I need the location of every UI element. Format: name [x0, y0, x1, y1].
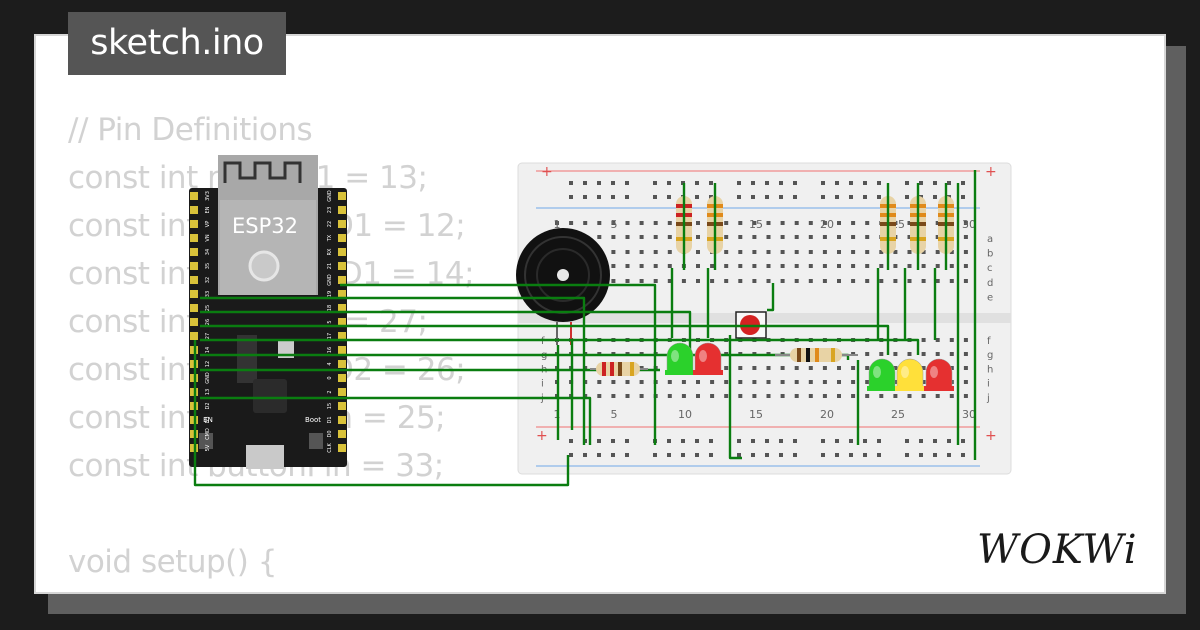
row-letter: d	[987, 278, 993, 289]
pin-label: 27	[205, 333, 211, 339]
wires	[193, 170, 977, 487]
row-letter: h	[987, 364, 993, 375]
pin-label: 15	[327, 403, 333, 409]
pin-label: 12	[205, 361, 211, 367]
led	[895, 358, 925, 391]
pin-label: VP	[205, 221, 211, 227]
row-letter: f	[541, 336, 545, 347]
pin-label: 0	[327, 376, 333, 379]
pin-label: GND	[327, 274, 333, 286]
led	[924, 358, 954, 391]
pin-label: GND	[205, 372, 211, 384]
wokwi-logo[interactable]: WOKWi	[977, 527, 1138, 573]
en-label: EN	[203, 416, 213, 424]
sketch-filename-tab[interactable]: sketch.ino	[68, 12, 286, 75]
led	[867, 358, 897, 391]
boot-label: Boot	[305, 416, 321, 424]
pin-label: 5V	[205, 444, 211, 451]
pin-label: TX	[327, 234, 333, 242]
row-letter: f	[987, 336, 991, 347]
plus-sign: +	[985, 164, 997, 180]
column-number: 20	[820, 408, 834, 421]
pin-label: GND	[327, 190, 333, 202]
leds	[665, 342, 954, 391]
row-letter: g	[987, 350, 993, 361]
column-number: 15	[749, 408, 763, 421]
row-letter: i	[987, 379, 990, 390]
led	[693, 342, 723, 375]
column-number: 5	[611, 408, 618, 421]
row-letter: j	[986, 393, 990, 404]
pin-label: EN	[205, 206, 211, 213]
pin-label: 34	[205, 249, 211, 255]
pin-label: 18	[327, 305, 333, 311]
pin-label: 32	[205, 277, 211, 283]
pin-label: 19	[327, 291, 333, 297]
row-letter: c	[987, 263, 993, 274]
resistor-horizontal	[590, 362, 648, 376]
column-number: 15	[749, 218, 763, 231]
pin-label: 25	[205, 305, 211, 311]
pin-label: D0	[327, 430, 333, 437]
code-line: void setup() {	[68, 544, 277, 580]
pin-label: VN	[205, 234, 211, 241]
pin-label: 35	[205, 263, 211, 269]
column-number: 5	[611, 218, 618, 231]
row-letter: i	[541, 379, 544, 390]
pin-label: 3V3	[205, 191, 211, 201]
pin-label: 4	[327, 362, 333, 365]
pin-label: RX	[327, 248, 333, 255]
pin-label: CMD	[205, 428, 211, 440]
pin-label: 5	[327, 320, 333, 323]
pin-label: 33	[205, 291, 211, 297]
column-number: 30	[962, 218, 976, 231]
pin-label: D3	[205, 416, 211, 423]
column-number: 30	[962, 408, 976, 421]
plus-sign: +	[541, 164, 553, 180]
column-number: 25	[891, 408, 905, 421]
pin-label: D2	[205, 402, 211, 409]
row-letter: e	[987, 292, 993, 303]
row-letter: b	[987, 249, 993, 260]
pin-label: 2	[327, 390, 333, 393]
pin-label: 21	[327, 263, 333, 269]
plus-sign: +	[536, 428, 548, 444]
pin-label: 14	[205, 347, 211, 353]
plus-sign: +	[985, 428, 997, 444]
pin-label: CLK	[327, 443, 333, 453]
column-number: 10	[678, 408, 692, 421]
column-number: 20	[820, 218, 834, 231]
esp32-label: ESP32	[232, 214, 298, 238]
resistor-horizontal	[775, 348, 858, 362]
code-line: // Pin Definitions	[68, 112, 313, 148]
column-number: 1	[554, 218, 561, 231]
pin-label: 22	[327, 221, 333, 227]
pin-label: 16	[327, 347, 333, 353]
pin-label: 26	[205, 319, 211, 325]
pin-label: 23	[327, 207, 333, 213]
row-letter: a	[987, 234, 993, 245]
led	[665, 342, 695, 375]
pin-label: 17	[327, 333, 333, 339]
pin-label: 13	[205, 389, 211, 395]
pin-label: D1	[327, 416, 333, 423]
